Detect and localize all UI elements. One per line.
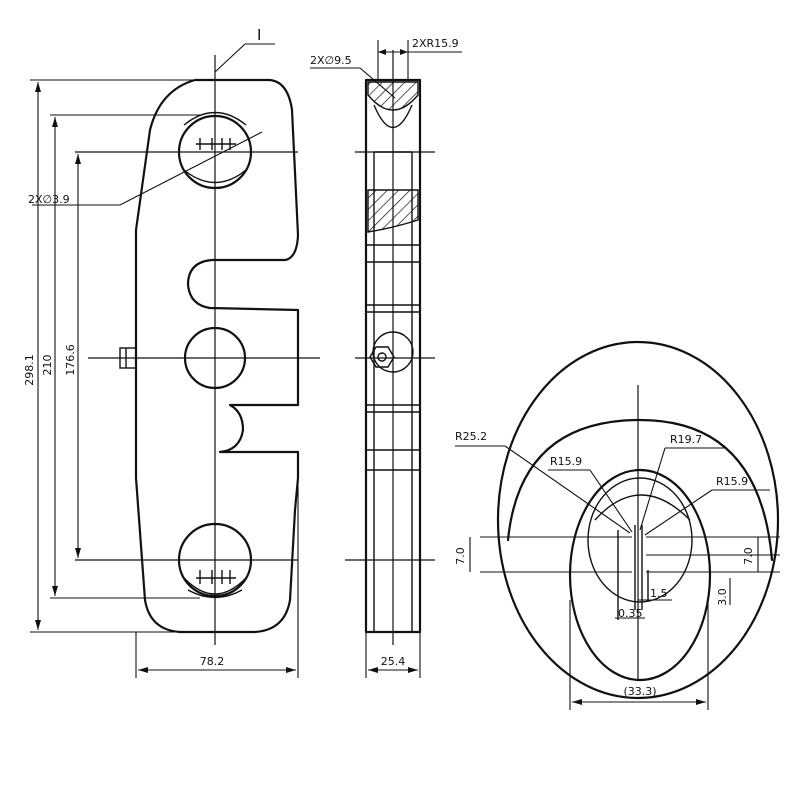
d15-label: 1.5: [650, 587, 668, 600]
thread-callout-label: 2X∅3.9: [28, 193, 70, 206]
hole-callout-label: 2X∅9.5: [310, 54, 352, 67]
side-view: [345, 40, 435, 678]
detail-dim-r19: R19.7: [639, 433, 725, 531]
dimension-width-side: 25.4: [368, 655, 418, 673]
detail-dim-7-left: 7.0: [454, 537, 471, 572]
radius-callout-top: 2XR15.9: [378, 37, 462, 55]
dimension-width-front: 78.2: [138, 655, 296, 673]
width-side-label: 25.4: [381, 655, 406, 668]
d3-label: 3.0: [716, 588, 729, 606]
detail-dim-035: 0.35: [615, 607, 645, 620]
r25-label: R25.2: [455, 430, 487, 443]
d035-label: 0.35: [618, 607, 643, 620]
width-front-label: 78.2: [200, 655, 225, 668]
dimension-height-210: 210: [41, 117, 58, 596]
d7-right-label: 7.0: [742, 547, 755, 565]
radius-callout-top-label: 2XR15.9: [412, 37, 459, 50]
front-view: [30, 55, 320, 678]
detail-dim-r15-left: R15.9: [548, 455, 633, 533]
detail-dim-3: 3.0: [716, 578, 731, 606]
r15-left-label: R15.9: [550, 455, 582, 468]
detail-dim-r15-right: R15.9: [644, 475, 770, 536]
detail-width-label: (33.3): [623, 685, 656, 698]
front-view-outline: [134, 78, 300, 634]
dimension-overall-height: 298.1: [23, 82, 41, 630]
detail-marker-callout: I: [214, 26, 275, 73]
detail-dim-15: 1.5: [638, 587, 672, 601]
thread-callout: 2X∅3.9: [28, 131, 263, 206]
thread-marker-bottom: [196, 570, 236, 584]
detail-marker-label: I: [257, 26, 261, 44]
overall-height-label: 298.1: [23, 354, 36, 386]
hole-callout: 2X∅9.5: [310, 54, 396, 99]
detail-dim-r25: R25.2: [455, 430, 631, 534]
detail-view: [480, 340, 780, 710]
detail-dim-width: (33.3): [572, 685, 706, 705]
d7-left-label: 7.0: [454, 547, 467, 565]
side-plug-hex: [369, 346, 395, 368]
detail-dim-7-right: 7.0: [742, 537, 759, 572]
detail-outer-circle: [496, 340, 780, 700]
r15-right-label: R15.9: [716, 475, 748, 488]
detail-inner-ring: [587, 477, 693, 603]
detail-arc-r25: [506, 418, 774, 562]
detail-inner-circle: [568, 468, 712, 682]
height-210-label: 210: [41, 355, 54, 376]
dimension-height-176: 176.6: [64, 154, 81, 558]
r19-label: R19.7: [670, 433, 702, 446]
height-176-label: 176.6: [64, 344, 77, 376]
